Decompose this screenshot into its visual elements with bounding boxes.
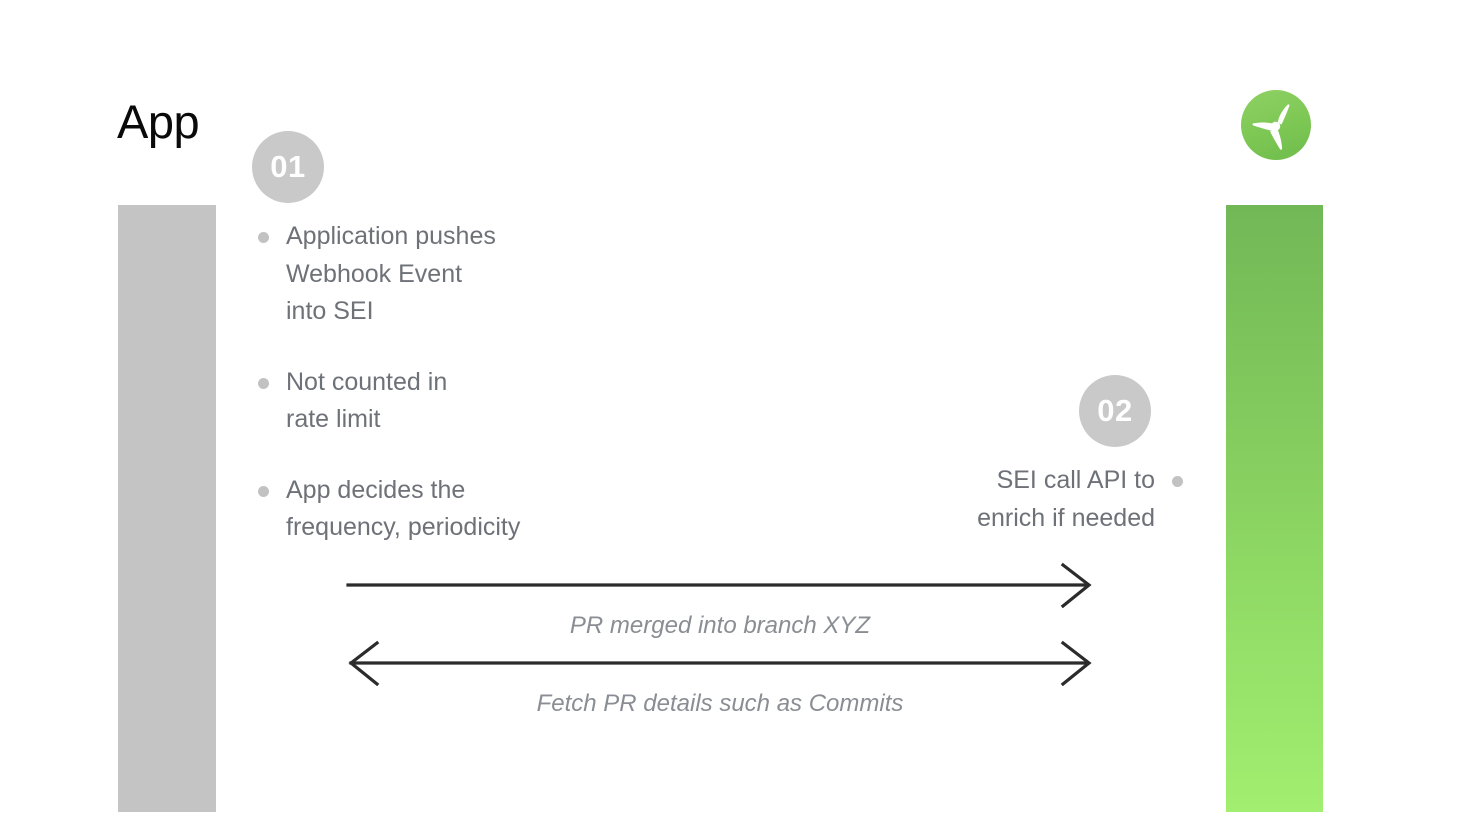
bullet-text: Application pushes Webhook Event into SE…	[286, 222, 496, 325]
harness-lane-bar	[1226, 205, 1323, 812]
bullet-dot-icon	[258, 485, 269, 497]
page-title: App	[117, 95, 200, 148]
bullet-text: SEI call API to enrich if needed	[977, 466, 1155, 532]
bullet-dot-icon	[1172, 476, 1183, 487]
list-item: SEI call API to enrich if needed	[800, 462, 1186, 537]
list-item: App decides the frequency, periodicity	[255, 472, 685, 547]
flow-arrow-2: Fetch PR details such as Commits	[345, 640, 1095, 719]
bullet-dot-icon	[258, 377, 269, 389]
bullet-text: Not counted in rate limit	[286, 367, 448, 434]
flow-arrow-2-label: Fetch PR details such as Commits	[536, 690, 904, 717]
bullet-text: App decides the frequency, periodicity	[286, 475, 521, 542]
bullet-dot-icon	[258, 232, 269, 243]
harness-propeller-logo	[1241, 90, 1311, 160]
step-badge-02: 02	[1079, 375, 1151, 447]
flow-arrow-1-label: PR merged into branch XYZ	[569, 612, 871, 639]
app-lane-bar	[118, 205, 216, 812]
list-item: Application pushes Webhook Event into SE…	[255, 218, 685, 331]
step-01-bullet-list: Application pushes Webhook Event into SE…	[255, 218, 685, 547]
list-item: Not counted in rate limit	[255, 364, 685, 439]
step-badge-01: 01	[252, 131, 324, 203]
flow-arrow-1: PR merged into branch XYZ	[345, 562, 1095, 641]
step-02-bullet-list: SEI call API to enrich if needed	[800, 462, 1186, 537]
